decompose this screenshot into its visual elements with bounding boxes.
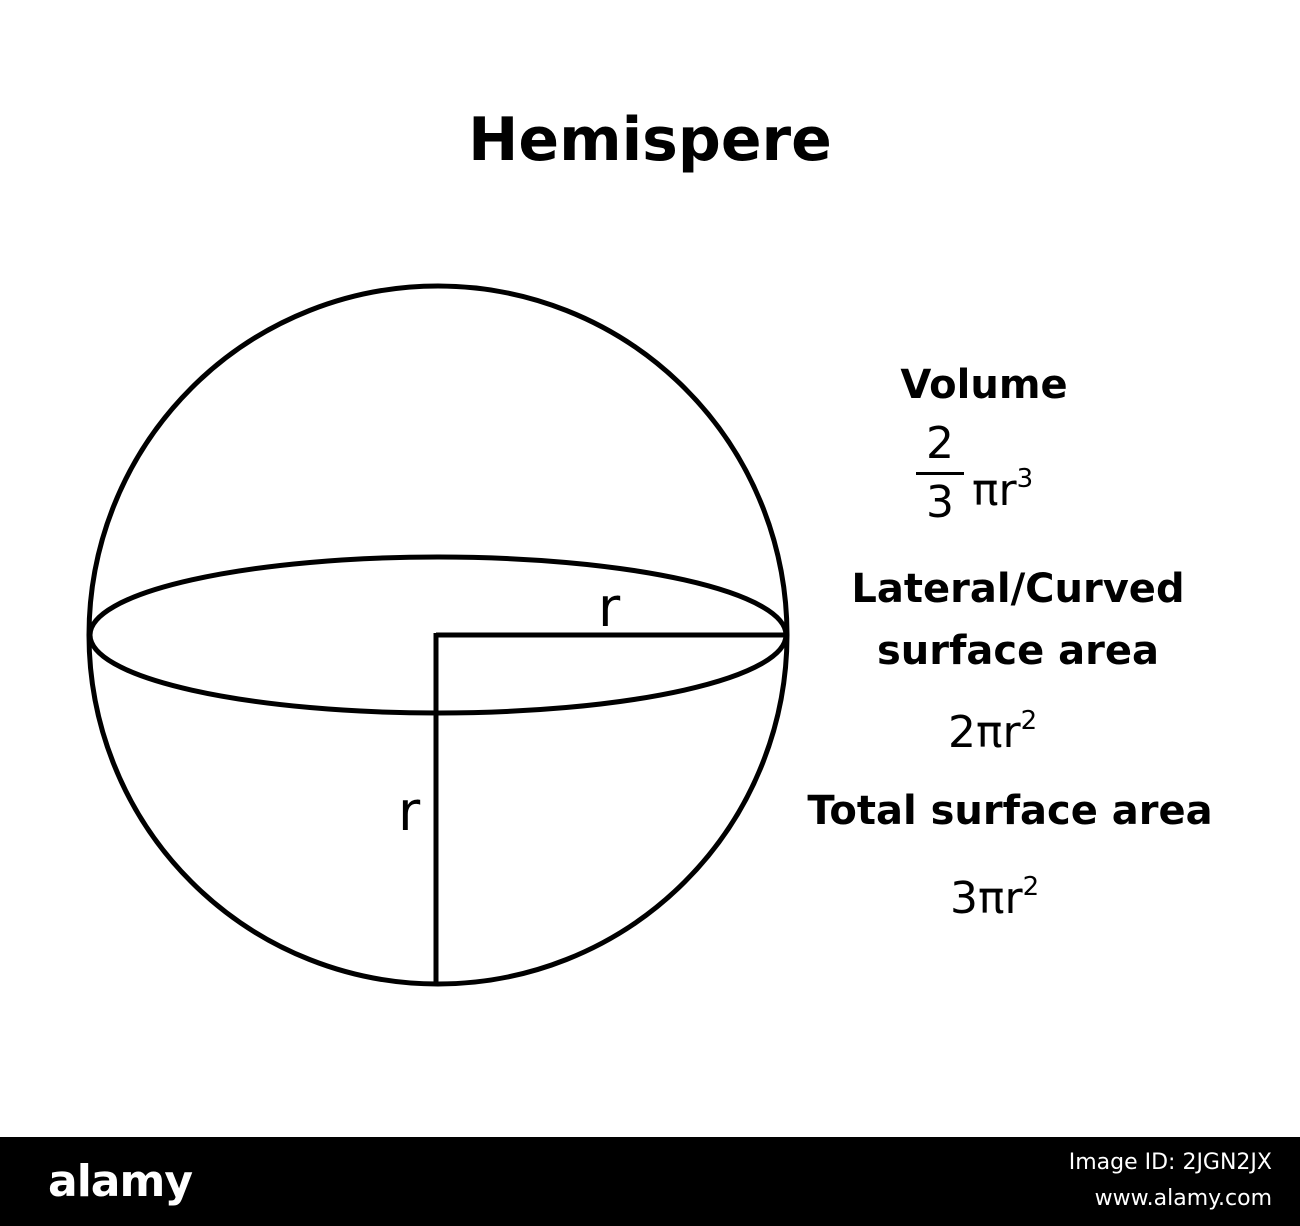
volume-exponent: 3 <box>1016 464 1034 494</box>
volume-denominator: 3 <box>926 477 954 528</box>
horizontal-radius-label: r <box>598 576 621 639</box>
lateral-base: 2πr <box>948 707 1021 758</box>
lateral-heading-line2: surface area <box>876 628 1159 674</box>
fraction-bar <box>916 472 964 475</box>
site-url: www.alamy.com <box>1094 1186 1272 1211</box>
image-id: Image ID: 2JGN2JX <box>1068 1150 1272 1175</box>
vertical-radius-label: r <box>398 780 421 843</box>
total-formula: 3πr2 <box>950 860 1039 926</box>
sphere-diagram <box>86 283 790 987</box>
lateral-formula: 2πr2 <box>948 694 1037 760</box>
alamy-logo: alamy <box>48 1156 193 1207</box>
watermark-bar: alamy Image ID: 2JGN2JX www.alamy.com <box>0 1137 1300 1226</box>
total-heading: Total surface area <box>807 788 1213 834</box>
lateral-exponent: 2 <box>1020 706 1038 736</box>
volume-numerator: 2 <box>926 418 954 469</box>
volume-heading: Volume <box>900 362 1068 408</box>
total-base: 3πr <box>950 873 1023 924</box>
watermark-meta: Image ID: 2JGN2JX www.alamy.com <box>1069 1145 1272 1217</box>
volume-base: πr <box>972 465 1017 516</box>
volume-fraction: 2 3 <box>914 418 966 531</box>
volume-formula: πr3 <box>972 452 1033 518</box>
lateral-heading-line1: Lateral/Curved <box>851 566 1185 612</box>
diagram-title: Hemispere <box>468 105 832 175</box>
total-exponent: 2 <box>1022 872 1040 902</box>
